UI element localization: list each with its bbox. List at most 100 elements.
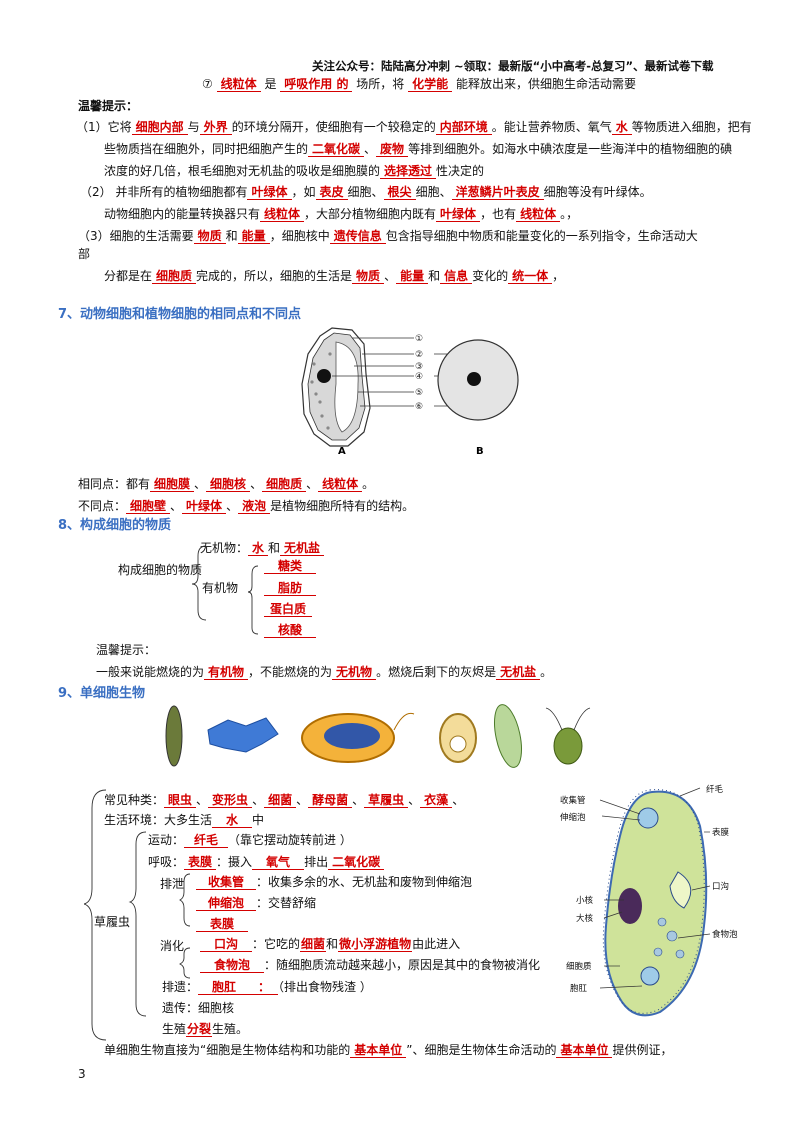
tip-p3c: 分都是在细胞质完成的，所以，细胞的生活是物质、能量和信息变化的统一体， [104,268,564,284]
text: 生殖。 [212,1022,249,1036]
answer: 核酸 [264,623,317,638]
text: 生活环境：大多生活 [104,813,213,827]
sep: 、 [226,499,239,513]
answer: 蛋白质 [264,602,313,617]
answer: 胞肛 [198,980,251,995]
label-4: ④ [415,372,423,382]
oral-groove [669,871,692,909]
answer: 收集管 [196,875,257,890]
text: ：随细胞质流动越来越小，原因是其中的食物被消化 [264,958,541,972]
answer: 表膜 [184,855,217,870]
chlamydomonas-image [553,727,583,765]
same-points: 相同点：都有细胞膜、细胞核、细胞质、线粒体。 [78,476,374,492]
text: ， [552,269,565,283]
plant-chloroplasts [310,352,332,430]
organic-item-4: 核酸 [264,622,317,638]
bacterium-flagellum [393,712,415,731]
paramecium-diagram: 收集管 伸缩泡 纤毛 表膜 口沟 小核 大核 食物泡 细胞质 胞肛 [560,784,738,1017]
text: ：收集多余的水、无机盐和废物到伸缩泡 [256,875,473,889]
tip-p1: （1）它将细胞内部与外界的环境分隔开，使细胞有一个较稳定的内部环境。能让营养物质… [76,119,752,135]
label-lines [332,337,466,407]
diagram-label-lines [599,787,711,989]
tip-p2: （2） 并非所有的植物细胞都有叶绿体，如表皮细胞、根尖细胞、洋葱鳞片叶表皮细胞等… [80,184,652,200]
conclusion: 单细胞生物直接为“细胞是生物体结构和功能的基本单位”、细胞是生物体生命活动的基本… [104,1042,672,1058]
answer: 细胞膜 [150,477,195,492]
answer: 线粒体 [516,207,561,222]
paramecium-body [604,790,708,1017]
sep: 、 [194,477,207,491]
answer: 遗传信息 [329,229,386,244]
answer: 细胞质 [152,269,197,284]
text: 细胞、 [415,185,452,199]
text: 、 [364,142,377,156]
answer: 叶绿体 [247,185,292,200]
text: （排出食物残渣 ） [278,980,372,994]
answer: 呼吸作用 的 [280,77,353,92]
plant-vacuole [334,341,359,433]
sep: 、 [250,477,263,491]
text: 排遗： [162,980,199,994]
diagram-label-contract: 伸缩泡 [560,812,586,823]
diagram-label-groove: 口沟 [712,881,729,892]
answer: 信息 [440,269,473,284]
text: ，细胞核中 [269,229,330,243]
text: （2） [80,185,112,199]
text: 常见种类： [104,793,165,807]
contractile-vacuole-top [637,807,659,829]
answer: 二氧化碳 [328,855,385,870]
text: 单细胞生物直接为“细胞是生物体结构和功能的 [104,1043,351,1057]
text: （靠它摆动旋转前进 ） [228,833,352,847]
answer: 外界 [199,120,232,135]
section-title-7: 7、动物细胞和植物细胞的相同点和不同点 [58,307,302,322]
answer: 有机物 [204,665,249,680]
text: 性决定的 [436,164,485,178]
text: （1）它将 [76,120,132,134]
answer: 细胞内部 [131,120,188,135]
answer: 线粒体 [260,207,305,222]
paramecium-cilia [602,789,705,1014]
organic-item-2: 脂肪 [264,580,317,596]
egestion: 排遗：胞肛：（排出食物残渣 ） [162,979,372,995]
answer: 纤毛 [184,833,229,848]
movement: 运动：纤毛（靠它摆动旋转前进 ） [148,832,352,848]
euglena-image [165,705,183,767]
organic-item-3: 蛋白质 [264,601,313,617]
answer: 能量 [396,269,429,284]
answer: 基本单位 [556,1043,613,1058]
answer: 选择透过 [380,164,437,179]
answer: 表膜 [196,917,249,932]
answer: 微小浮游植物 [338,937,413,952]
text: 。 [362,477,375,491]
text: 和 [326,937,339,951]
excretion-label: 排泄 [160,877,185,891]
label-1: ① [415,334,423,344]
answer: 二氧化碳 [308,142,365,157]
page-number: 3 [78,1067,86,1081]
text: ：摄入 [216,855,253,869]
text: 。 [540,665,553,679]
text: ，也有 [480,207,517,221]
contractile-vacuole-bottom [640,966,660,986]
matter-root: 构成细胞的物质 [118,563,203,577]
food-vacuoles [653,917,685,959]
paramecium-braces [84,789,191,1041]
text: 细胞等没有叶绿体。 [543,185,652,199]
answer: ： [250,980,279,995]
answer: 物质 [193,229,226,244]
matter-braces [192,545,259,635]
inorganic-line: 无机物：水和无机盐 [200,540,325,556]
paramecium-root: 草履虫 [94,915,131,929]
digestion-label: 消化 [160,939,185,953]
answer: 变形虫 [208,793,253,808]
text: ：交替舒缩 [256,896,317,910]
answer: 眼虫 [164,793,197,808]
sep: 、 [452,793,465,807]
item-number: ⑦ [202,77,213,91]
text: 呼吸： [148,855,185,869]
text: 的环境分隔开，使细胞有一个较稳定的 [231,120,436,134]
text: 分都是在 [104,269,153,283]
answer: 草履虫 [364,793,409,808]
tip-p3: （3）细胞的生活需要物质和能量，细胞核中遗传信息包含指导细胞中物质和能量变化的一… [78,228,698,244]
tip-p2b: 动物细胞内的能量转换器只有线粒体，大部分植物细胞内既有叶绿体，也有线粒体。， [104,206,578,222]
text: 并非所有的植物细胞都有 [115,185,248,199]
